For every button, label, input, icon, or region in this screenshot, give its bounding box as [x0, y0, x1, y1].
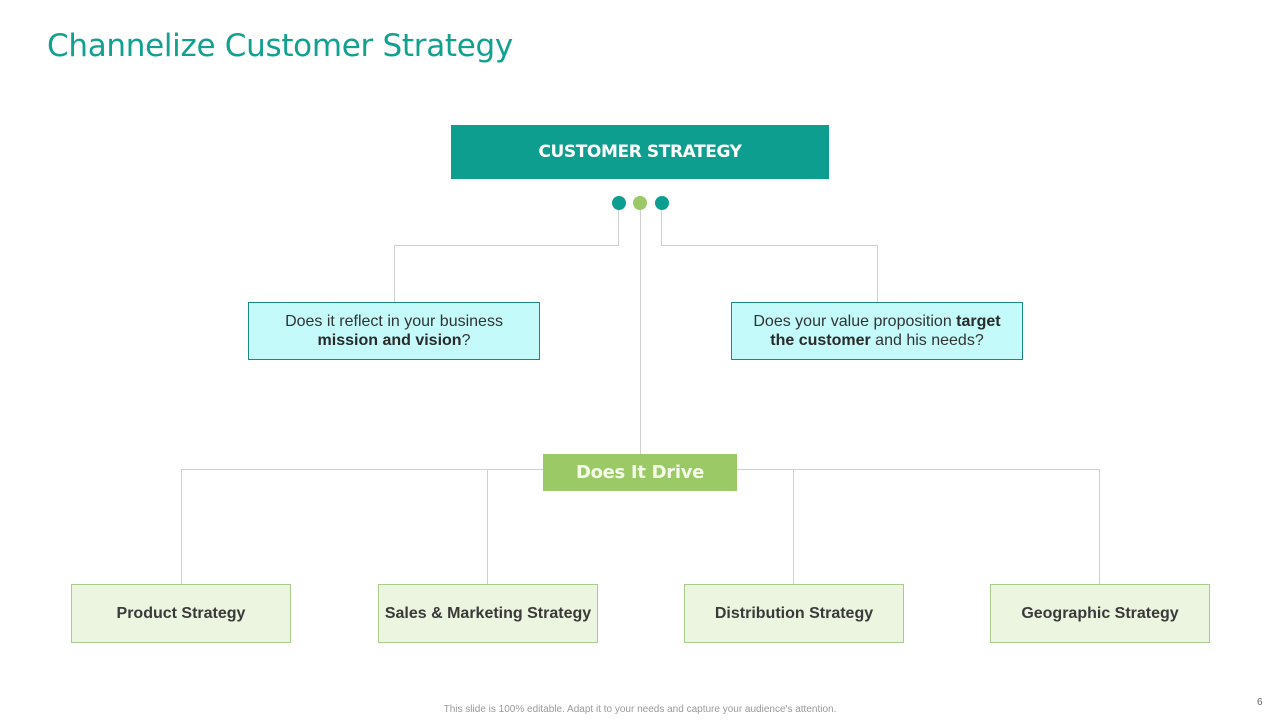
does-it-drive-box: Does It Drive	[543, 454, 737, 491]
connector-line	[618, 210, 619, 246]
leaf-product-strategy: Product Strategy	[71, 584, 291, 643]
connector-line	[793, 469, 794, 584]
question-text-normal: and his needs?	[870, 332, 984, 349]
connector-line	[661, 210, 662, 246]
connector-dot-right	[655, 196, 669, 210]
page-number: 6	[1257, 697, 1263, 708]
question-box-mission: Does it reflect in your business mission…	[248, 302, 540, 360]
question-text: Does your value proposition target the c…	[742, 312, 1012, 350]
question-text-normal: Does it reflect in your business	[285, 313, 503, 330]
question-text-normal: Does your value proposition	[753, 313, 957, 330]
leaf-distribution-strategy: Distribution Strategy	[684, 584, 904, 643]
customer-strategy-box: CUSTOMER STRATEGY	[451, 125, 829, 179]
question-box-value-proposition: Does your value proposition target the c…	[731, 302, 1023, 360]
connector-line	[394, 245, 619, 246]
question-text-normal: ?	[461, 332, 471, 349]
question-text: Does it reflect in your business mission…	[259, 312, 529, 350]
connector-dot-center	[633, 196, 647, 210]
footer-note: This slide is 100% editable. Adapt it to…	[443, 704, 837, 715]
connector-line	[661, 245, 878, 246]
leaf-sales-marketing-strategy: Sales & Marketing Strategy	[378, 584, 598, 643]
question-text-bold: mission and vision	[317, 332, 462, 349]
connector-line	[394, 245, 395, 302]
slide-title: Channelize Customer Strategy	[47, 28, 513, 64]
question-text-bold: target the customer	[770, 313, 1001, 349]
connector-line	[1099, 469, 1100, 584]
connector-line	[640, 210, 641, 454]
leaf-geographic-strategy: Geographic Strategy	[990, 584, 1210, 643]
connector-line	[181, 469, 182, 584]
connector-line	[487, 469, 488, 584]
connector-line	[877, 245, 878, 302]
connector-dot-left	[612, 196, 626, 210]
